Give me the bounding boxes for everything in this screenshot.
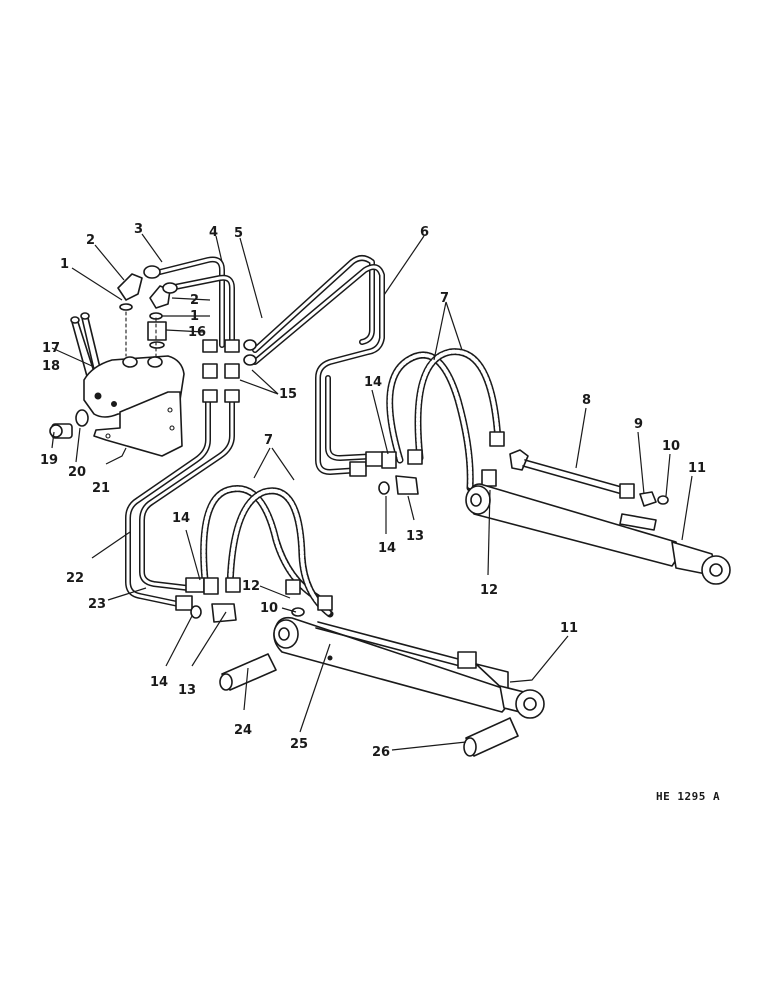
drawing-code: HE 1295 A (656, 790, 720, 803)
callout-13: 13 (178, 683, 196, 698)
callout-7: 7 (440, 291, 449, 306)
callout-25: 25 (290, 737, 308, 752)
callout-26: 26 (372, 745, 390, 760)
tube-8 (522, 459, 635, 499)
callout-13: 13 (406, 529, 424, 544)
hose-7-lower (200, 485, 334, 618)
callout-4: 4 (209, 225, 218, 240)
fitting-9-10 (639, 491, 669, 507)
callout-15: 15 (279, 387, 297, 402)
callout-11: 11 (560, 621, 578, 636)
callout-2: 2 (86, 233, 95, 248)
callout-24: 24 (234, 723, 252, 738)
leader-lines (51, 233, 693, 751)
callout-12: 12 (242, 579, 260, 594)
pipe-3 (157, 256, 225, 348)
pipe-6-lower (325, 375, 381, 461)
pipe-23 (139, 397, 235, 591)
callout-10: 10 (662, 439, 680, 454)
callout-22: 22 (66, 571, 84, 586)
callout-6: 6 (420, 225, 429, 240)
pin-24 (219, 653, 277, 691)
callouts: 1 2 3 4 5 6 7 2 1 16 17 18 15 14 8 9 10 … (40, 222, 706, 760)
fittings-lower (175, 577, 333, 623)
callout-16: 16 (188, 325, 206, 340)
hose-7-upper (386, 348, 502, 492)
callout-14: 14 (378, 541, 396, 556)
elbow-2a (117, 265, 161, 301)
callout-21: 21 (92, 481, 110, 496)
nuts-15 (202, 339, 257, 403)
callout-14: 14 (364, 375, 382, 390)
callout-7: 7 (264, 433, 273, 448)
callout-11: 11 (688, 461, 706, 476)
cylinder-lower (273, 616, 545, 719)
callout-12: 12 (480, 583, 498, 598)
elbow-2b (149, 282, 178, 309)
plug-19 (49, 423, 73, 439)
valve-bracket (93, 391, 183, 457)
cylinder-upper (465, 483, 731, 585)
callout-17: 17 (42, 341, 60, 356)
pipe-5 (252, 255, 375, 353)
callout-19: 19 (40, 453, 58, 468)
pipe-6 (252, 263, 385, 475)
callout-20: 20 (68, 465, 86, 480)
callout-14: 14 (172, 511, 190, 526)
oring-1a (119, 303, 133, 311)
callout-14: 14 (150, 675, 168, 690)
callout-10: 10 (260, 601, 278, 616)
fitting-16 (147, 321, 167, 349)
callout-18: 18 (42, 359, 60, 374)
callout-23: 23 (88, 597, 106, 612)
fittings-right (349, 431, 529, 495)
callout-1: 1 (60, 257, 69, 272)
callout-2: 2 (190, 293, 199, 308)
callout-1: 1 (190, 309, 199, 324)
callout-3: 3 (134, 222, 143, 237)
callout-8: 8 (582, 393, 591, 408)
pin-26 (463, 717, 519, 757)
pipe-4 (167, 274, 235, 348)
callout-9: 9 (634, 417, 643, 432)
oring-20 (75, 409, 89, 427)
callout-5: 5 (234, 226, 243, 241)
